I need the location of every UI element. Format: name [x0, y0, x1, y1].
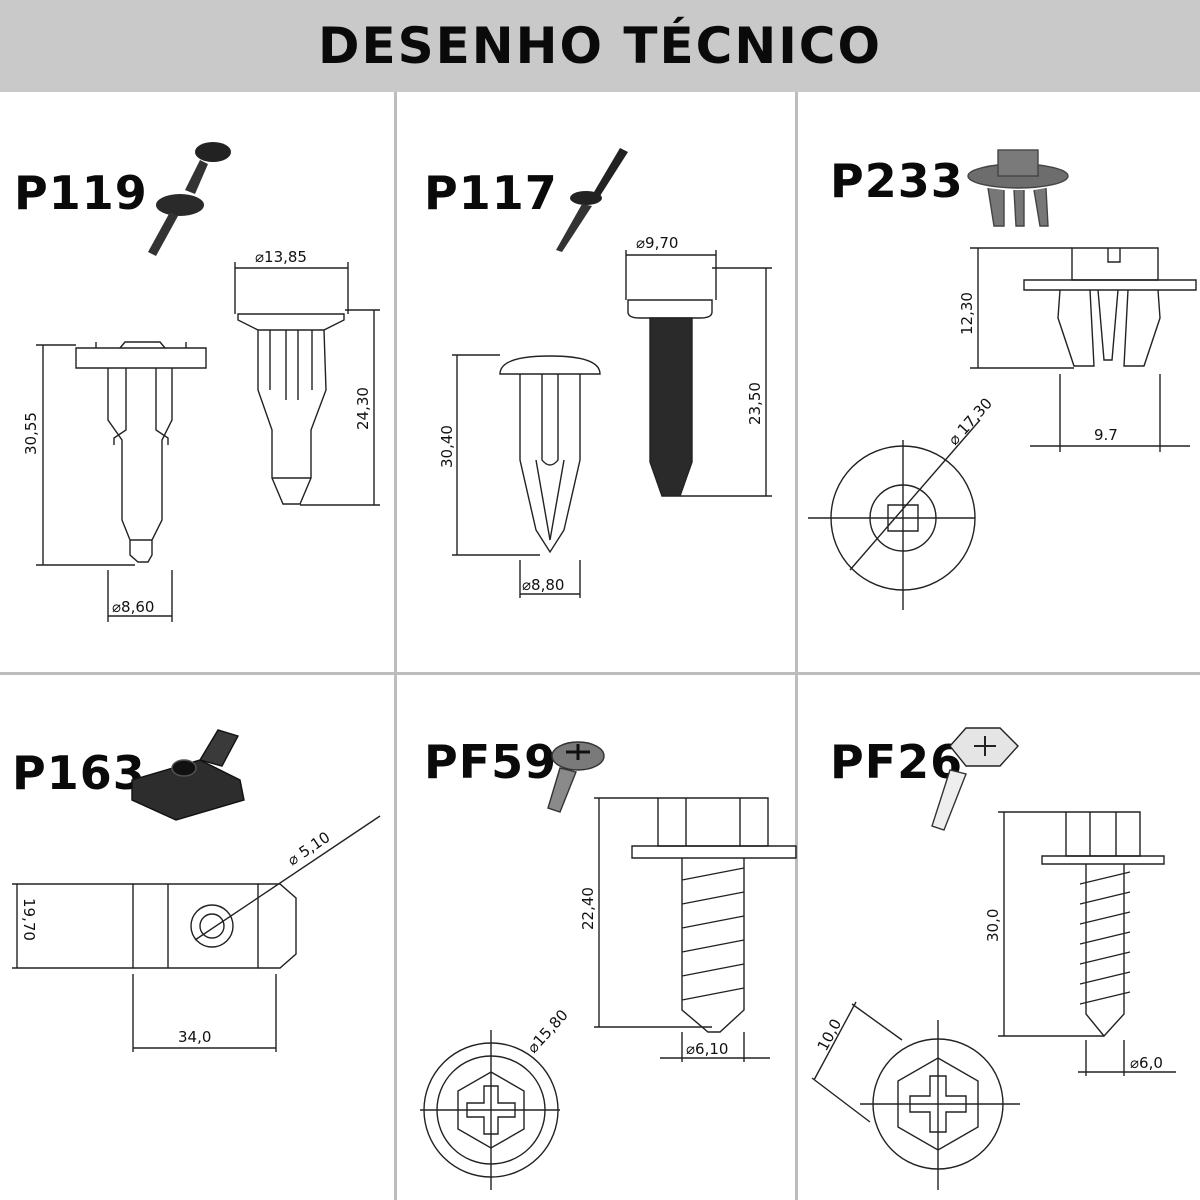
p163-photo-icon	[131, 729, 245, 821]
p233-top-drawing	[808, 419, 981, 610]
p117-dim-pin-height: 23,50	[746, 382, 764, 425]
p117-dimensions	[452, 250, 772, 598]
part-code-p233: P233	[830, 154, 964, 208]
p119-dim-pin-height: 24,30	[354, 387, 372, 430]
p119-dim-bottom-width: ⌀8,60	[112, 598, 154, 616]
divider-v1	[394, 92, 397, 1200]
p117-clip-drawing	[499, 355, 601, 554]
p163-dimensions	[12, 883, 277, 1052]
p233-dim-height: 12,30	[958, 292, 976, 335]
part-code-p119: P119	[14, 166, 148, 220]
pf26-dim-thread: ⌀6,0	[1130, 1054, 1163, 1072]
pf59-dim-height: 22,40	[579, 887, 597, 930]
pf59-photo-icon	[547, 741, 605, 813]
p119-dim-clip-height: 30,55	[22, 412, 40, 455]
page-title: DESENHO TÉCNICO	[317, 17, 883, 75]
p163-drawing	[132, 815, 381, 969]
header-banner: DESENHO TÉCNICO	[0, 0, 1200, 92]
pf59-dim-washer: ⌀15,80	[524, 1006, 572, 1057]
p117-dim-bottom-width: ⌀8,80	[522, 576, 564, 594]
p119-dimensions	[36, 262, 380, 622]
p233-dimensions	[970, 247, 1190, 452]
pf59-dimensions	[594, 797, 770, 1062]
p119-dim-head: ⌀13,85	[255, 248, 307, 266]
p119-pin-drawing	[237, 313, 345, 505]
p117-dim-clip-height: 30,40	[438, 425, 456, 468]
p233-photo-icon	[967, 149, 1069, 227]
p117-dim-head: ⌀9,70	[636, 234, 678, 252]
part-code-pf26: PF26	[830, 735, 964, 789]
p119-clip-drawing	[75, 341, 207, 563]
pf26-dim-hex: 10,0	[814, 1016, 846, 1054]
divider-v2	[795, 92, 798, 1200]
pf26-photo-icon	[931, 727, 1019, 831]
p233-dim-width: 9.7	[1094, 426, 1118, 444]
pf26-dim-height: 30,0	[984, 909, 1002, 942]
divider-h	[0, 672, 1200, 675]
p117-pin-drawing	[627, 299, 713, 497]
p119-photo-icon	[148, 142, 231, 256]
p117-photo-icon	[556, 148, 628, 252]
pf59-top-drawing	[420, 1030, 560, 1190]
part-code-pf59: PF59	[424, 735, 558, 789]
p233-side-drawing	[1023, 247, 1197, 367]
pf26-dimensions	[811, 811, 1176, 1123]
pf59-side-drawing	[631, 797, 797, 1033]
part-code-p117: P117	[424, 166, 558, 220]
p163-dim-width: 34,0	[178, 1028, 211, 1046]
p163-dim-height: 19,70	[20, 898, 38, 941]
pf26-side-drawing	[1041, 811, 1165, 1038]
pf26-top-drawing	[860, 1020, 1020, 1190]
p233-dim-diameter: ⌀ 17,30	[945, 394, 996, 448]
pf59-dim-thread: ⌀6,10	[686, 1040, 728, 1058]
part-code-p163: P163	[12, 746, 146, 800]
